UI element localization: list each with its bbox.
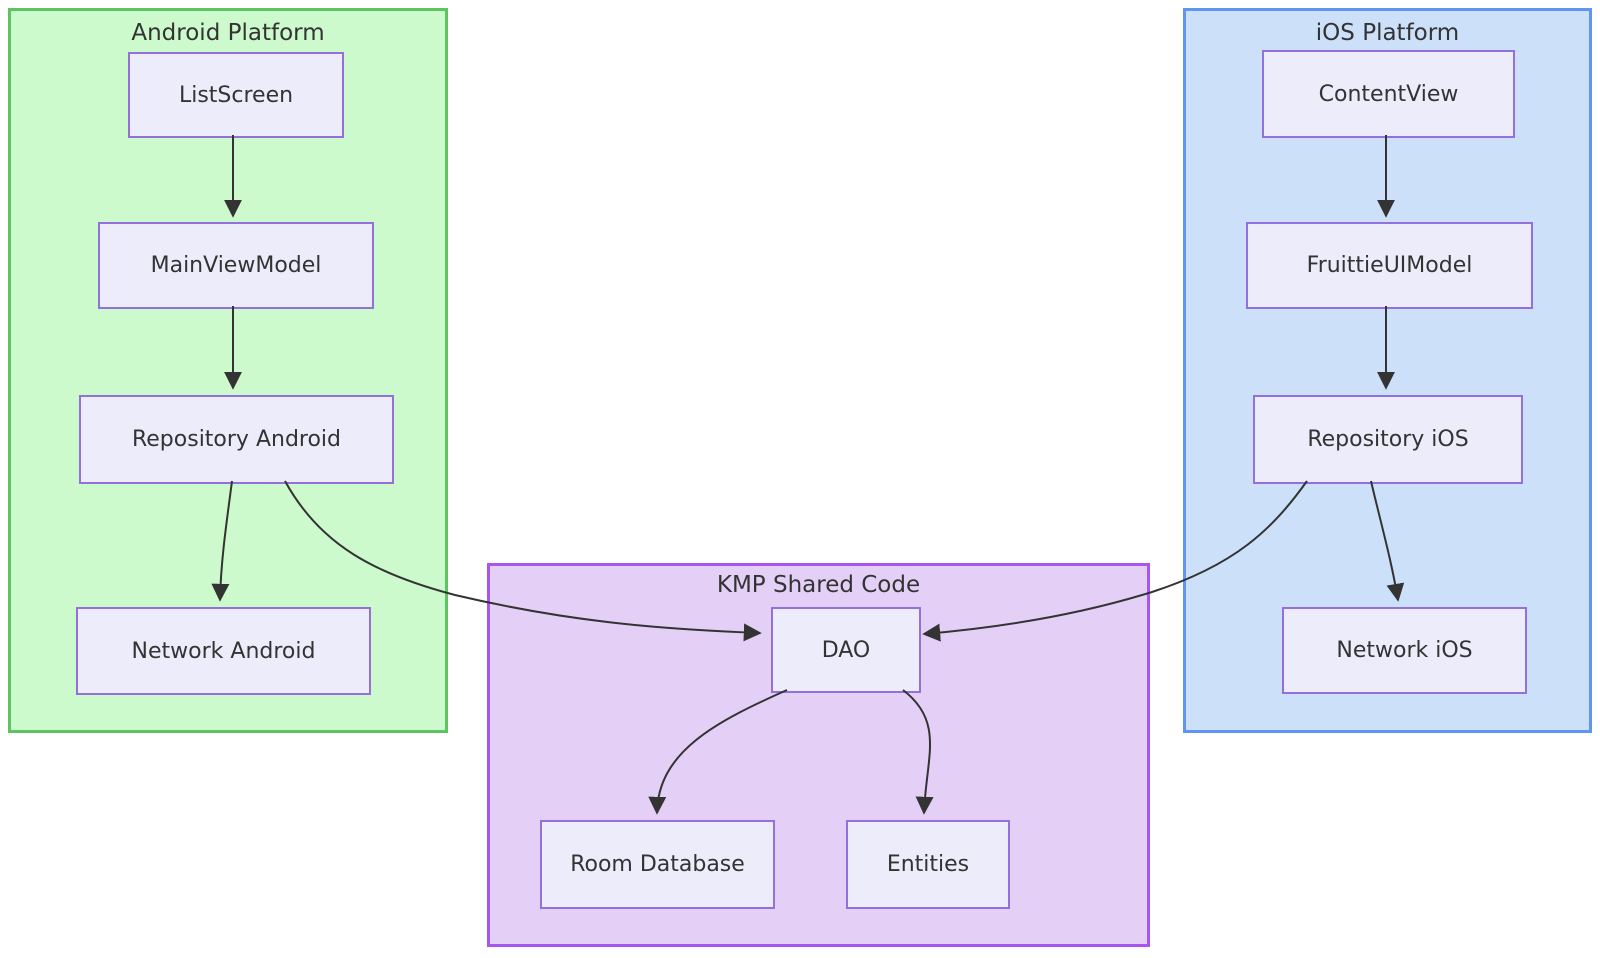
node-dao-label: DAO [821, 637, 871, 663]
node-room-database: Room Database [540, 820, 775, 909]
node-listscreen: ListScreen [128, 52, 344, 138]
group-kmp-shared-code: KMP Shared Code DAO Room Database Entiti… [487, 563, 1150, 947]
node-contentview: ContentView [1262, 50, 1515, 138]
group-title-kmp-shared-code: KMP Shared Code [716, 572, 921, 598]
node-repository-android: Repository Android [79, 395, 394, 484]
group-title-ios-platform: iOS Platform [1315, 20, 1460, 46]
group-android-platform: Android Platform ListScreen MainViewMode… [8, 8, 448, 733]
node-contentview-label: ContentView [1318, 81, 1459, 107]
node-fruittieuimodel-label: FruittieUIModel [1306, 253, 1473, 278]
group-title-android-platform: Android Platform [131, 20, 325, 46]
node-repository-ios: Repository iOS [1253, 395, 1523, 484]
node-repository-android-label: Repository Android [131, 427, 342, 452]
node-network-ios-label: Network iOS [1336, 638, 1473, 663]
node-network-android: Network Android [76, 607, 371, 695]
node-dao: DAO [771, 607, 921, 693]
node-network-android-label: Network Android [131, 638, 316, 664]
node-entities-label: Entities [886, 852, 970, 877]
node-entities: Entities [846, 820, 1010, 909]
node-fruittieuimodel: FruittieUIModel [1246, 222, 1533, 309]
node-mainviewmodel: MainViewModel [98, 222, 374, 309]
node-repository-ios-label: Repository iOS [1307, 427, 1469, 452]
node-network-ios: Network iOS [1282, 607, 1527, 694]
node-mainviewmodel-label: MainViewModel [150, 253, 322, 278]
node-room-database-label: Room Database [570, 852, 745, 877]
group-ios-platform: iOS Platform ContentView FruittieUIModel… [1183, 8, 1592, 733]
node-listscreen-label: ListScreen [178, 82, 294, 108]
